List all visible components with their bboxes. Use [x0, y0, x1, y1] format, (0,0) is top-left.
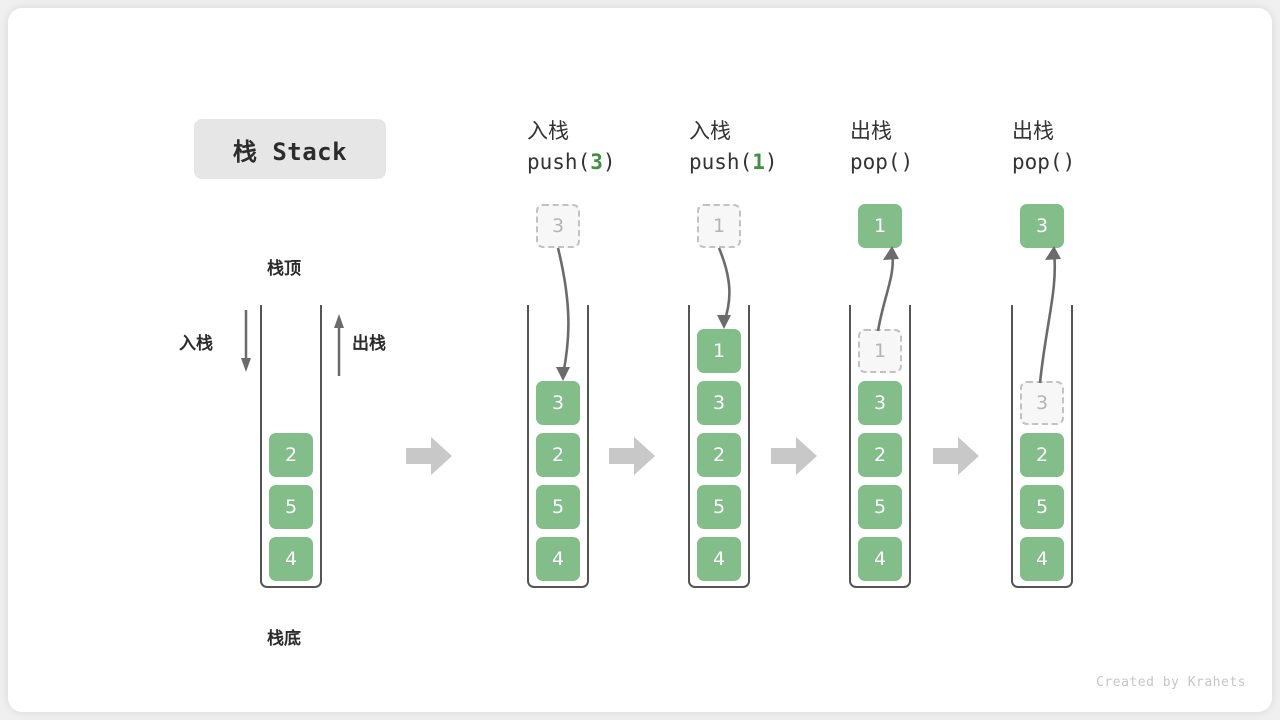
transition-arrow-shape [771, 437, 817, 475]
floating-cell: 1 [697, 204, 741, 248]
push-direction-label: 入栈 [179, 334, 213, 354]
transition-arrow-icon [933, 437, 979, 475]
stack-ghost-cell: 1 [858, 329, 902, 373]
stack-cell: 2 [858, 433, 902, 477]
code-prefix: push( [689, 150, 753, 174]
title-text: 栈 Stack [232, 137, 348, 166]
transition-arrow-icon [406, 437, 452, 475]
stack-cell: 3 [697, 381, 741, 425]
stack-container [849, 305, 911, 588]
transition-arrow-shape [609, 437, 655, 475]
code-argument: 3 [590, 150, 603, 174]
stack-cell: 2 [697, 433, 741, 477]
code-prefix: pop( [850, 150, 901, 174]
arrow-head [883, 246, 899, 260]
step-heading-code: pop() [1012, 146, 1212, 178]
overview-stack-cell: 2 [269, 433, 313, 477]
code-suffix: ) [900, 150, 914, 174]
stack-cell: 4 [697, 537, 741, 581]
stack-container [1011, 305, 1073, 588]
stack-cell: 5 [697, 485, 741, 529]
stack-container [688, 305, 750, 588]
stack-cell: 2 [536, 433, 580, 477]
floating-cell: 3 [1020, 204, 1064, 248]
credit-text: Created by Krahets [1096, 675, 1246, 690]
step-heading-code: push(3) [527, 146, 727, 178]
stack-cell: 5 [1020, 485, 1064, 529]
step-heading-cn: 入栈 [689, 119, 731, 143]
pop-direction-label: 出栈 [352, 334, 386, 354]
floating-cell: 1 [858, 204, 902, 248]
stack-cell: 3 [858, 381, 902, 425]
code-prefix: pop( [1012, 150, 1063, 174]
code-argument: 1 [752, 150, 765, 174]
title-chip: 栈 Stack [194, 119, 386, 179]
step-heading: 出栈 pop() [1012, 116, 1212, 178]
push-direction-arrow-icon [241, 310, 251, 372]
stack-cell: 4 [536, 537, 580, 581]
code-suffix: ) [602, 150, 616, 174]
overview-stack-container [260, 305, 322, 588]
pop-direction-arrow-icon [334, 314, 344, 376]
step-heading-cn: 入栈 [527, 119, 569, 143]
stack-cell: 2 [1020, 433, 1064, 477]
transition-arrow-icon [609, 437, 655, 475]
stack-cell: 4 [1020, 537, 1064, 581]
step-heading-code: push(1) [689, 146, 889, 178]
step-heading: 入栈 push(3) [527, 116, 727, 178]
step-heading-code: pop() [850, 146, 1050, 178]
stack-cell: 3 [536, 381, 580, 425]
step-heading-cn: 出栈 [1012, 119, 1054, 143]
overview-stack-cell: 5 [269, 485, 313, 529]
step-heading: 入栈 push(1) [689, 116, 889, 178]
stack-ghost-cell: 3 [1020, 381, 1064, 425]
transition-arrow-icon [771, 437, 817, 475]
arrow-head [1045, 246, 1061, 260]
stack-top-label: 栈顶 [267, 259, 301, 279]
stack-cell: 4 [858, 537, 902, 581]
step-heading: 出栈 pop() [850, 116, 1050, 178]
stack-cell: 5 [536, 485, 580, 529]
code-suffix: ) [1062, 150, 1076, 174]
stack-bottom-label: 栈底 [267, 629, 301, 649]
transition-arrow-shape [933, 437, 979, 475]
stack-container [527, 305, 589, 588]
floating-cell: 3 [536, 204, 580, 248]
step-heading-cn: 出栈 [850, 119, 892, 143]
stack-cell: 1 [697, 329, 741, 373]
overview-stack-cell: 4 [269, 537, 313, 581]
transition-arrow-shape [406, 437, 452, 475]
code-prefix: push( [527, 150, 591, 174]
code-suffix: ) [764, 150, 778, 174]
stack-cell: 5 [858, 485, 902, 529]
